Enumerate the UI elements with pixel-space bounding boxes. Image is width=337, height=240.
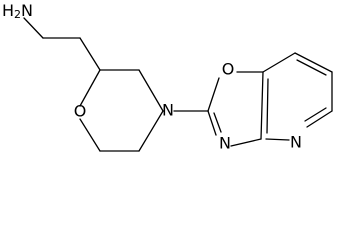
atom-label-morpholine-oxygen: O [74, 102, 87, 121]
chemical-structure-diagram: H2N O N O N N [2, 1, 333, 153]
bond-n4-c5 [138, 110, 164, 152]
bond-c7-c6 [294, 52, 333, 73]
bond-c3a-c7a [260, 71, 264, 140]
bond-ch2-c2 [79, 37, 101, 71]
bond-c3-n4 [138, 69, 164, 112]
atom-label-morpholine-nitrogen: N [162, 101, 174, 120]
bond-oxazole-c2-o1 [207, 77, 220, 112]
bond-amine-ch2 [23, 17, 44, 39]
structure-canvas: H2N O N O N N [2, 1, 333, 153]
bond-oxazole-c2-n3 [207, 110, 217, 136]
atom-label-oxazole-oxygen: O [222, 60, 235, 79]
bond-c6-o1 [79, 118, 101, 152]
bond-c7-c6-double [296, 59, 327, 76]
bond-o1-c2 [79, 69, 101, 107]
bond-n-c3a [265, 138, 290, 141]
bond-c5-c4-double [304, 107, 327, 122]
bond-c5-c4 [306, 110, 333, 128]
bond-c7a-c7 [262, 52, 296, 73]
atom-label-pyridine-nitrogen: N [290, 133, 302, 152]
atom-label-oxazole-nitrogen: N [219, 134, 231, 153]
bond-c3a-c7a-double [266, 78, 269, 134]
bond-oxazole-n3-c3a [230, 138, 262, 147]
bond-oxazole-c2-n3-double [213, 112, 222, 133]
atom-label-amine: H2N [2, 1, 33, 22]
